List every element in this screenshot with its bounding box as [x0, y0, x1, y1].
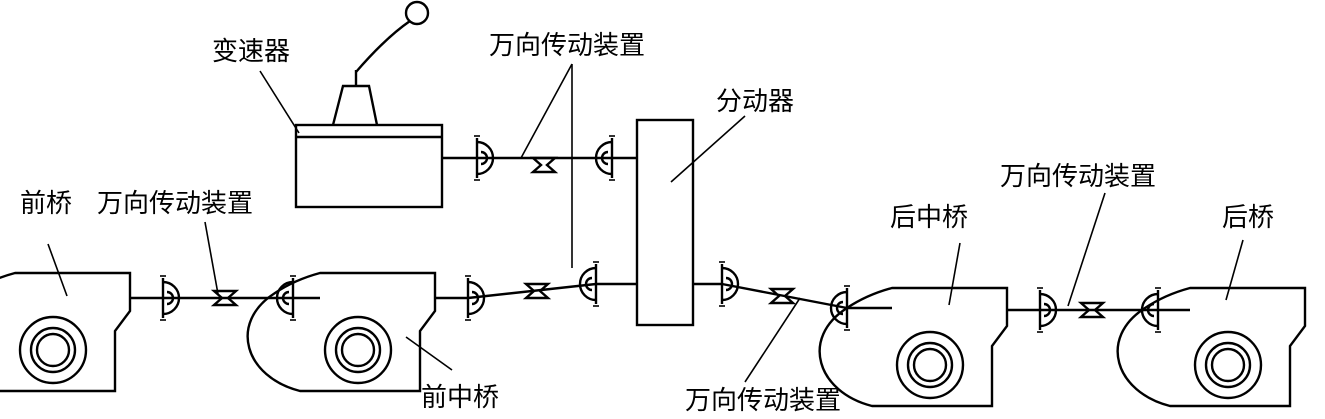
- front-middle-axle-leader: [405, 336, 453, 371]
- ujoint-7: [717, 260, 740, 308]
- rear-middle-axle-leader: [948, 242, 961, 306]
- gearbox: [294, 0, 444, 209]
- transfer-case-leader: [670, 115, 746, 183]
- ujoint-top-label: 万向传动装置: [489, 31, 645, 61]
- ujoint-top-leader-a: [520, 63, 573, 159]
- rear-axle-leader: [1225, 239, 1244, 301]
- ujoint-left-label: 万向传动装置: [97, 189, 253, 219]
- gearbox-label: 变速器: [212, 37, 290, 67]
- spline-1: [531, 156, 557, 174]
- transfer-case: [635, 118, 695, 327]
- front-middle-axle-label: 前中桥: [421, 383, 499, 413]
- gearbox-leader: [259, 70, 300, 134]
- rear-axle: [1116, 286, 1307, 408]
- front-middle-axle: [246, 271, 437, 393]
- ujoint-right-label: 万向传动装置: [1000, 162, 1156, 192]
- ujoint-bottom-leader: [744, 297, 801, 383]
- ujoint-bottom-label: 万向传动装置: [685, 386, 841, 416]
- rear-axle-label: 后桥: [1222, 203, 1274, 233]
- ujoint-right-leader: [1067, 192, 1106, 307]
- front-axle-label: 前桥: [20, 189, 72, 219]
- ujoint-left-leader: [204, 221, 219, 295]
- front-axle-leader: [47, 243, 68, 297]
- rear-middle-axle-label: 后中桥: [890, 203, 968, 233]
- gear-lever-knob: [404, 0, 430, 26]
- transfer-case-label: 分动器: [716, 87, 794, 117]
